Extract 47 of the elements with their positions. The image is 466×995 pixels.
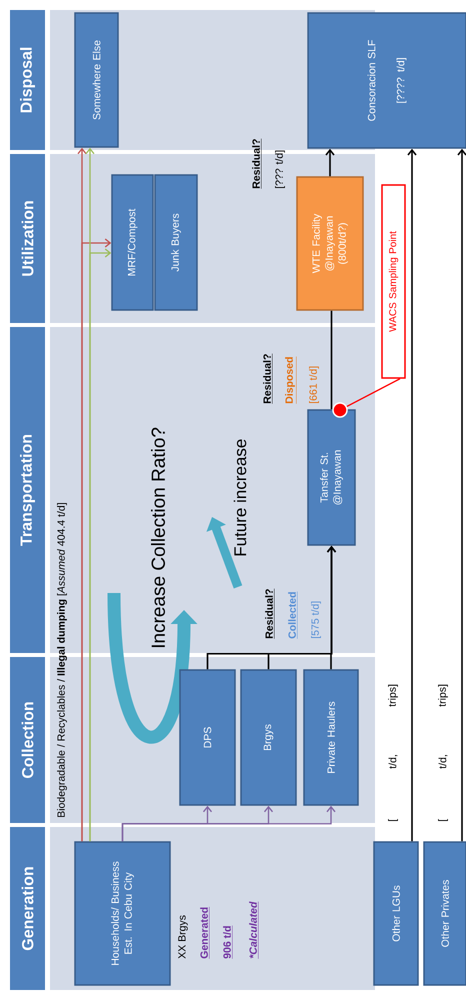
annotation: Residual? bbox=[263, 353, 272, 404]
connector-line bbox=[330, 310, 332, 410]
annotation: Disposed bbox=[285, 356, 296, 404]
annotation: [661 t/d] bbox=[309, 366, 319, 404]
process-box: Brgys bbox=[240, 669, 297, 806]
annotation: t/d, bbox=[438, 755, 448, 769]
process-box: Private Haulers bbox=[303, 669, 359, 806]
annotation: Collected bbox=[288, 591, 298, 639]
process-box: Tansfer St. @Inayawan bbox=[307, 409, 356, 546]
annotation: [ bbox=[388, 818, 398, 822]
arrow bbox=[325, 148, 335, 176]
process-box: Other Privates bbox=[423, 841, 466, 986]
sampling-dot bbox=[332, 402, 348, 418]
annotation: t/d, bbox=[388, 755, 398, 769]
annotation: [575 t/d] bbox=[311, 602, 321, 638]
process-box: Consoracion SLF [???? t/d] bbox=[307, 12, 466, 149]
annotation: *Calculated bbox=[249, 901, 258, 959]
leader-line bbox=[346, 378, 400, 407]
annotation: Generated bbox=[200, 906, 210, 959]
process-box: DPS bbox=[179, 669, 236, 806]
process-box: Junk Buyers bbox=[154, 174, 198, 311]
arrow bbox=[81, 238, 112, 842]
arrow bbox=[326, 546, 336, 670]
column-header: Transportation bbox=[10, 327, 45, 653]
annotation: 906 t/d bbox=[223, 925, 233, 959]
annotation: Residual? bbox=[252, 138, 262, 189]
process-box: Households/ Business Est. In Cebu City bbox=[74, 841, 171, 986]
annotation: trips] bbox=[388, 684, 398, 707]
column-header: Collection bbox=[10, 657, 45, 823]
callout-box: WACS Sampling Point bbox=[381, 184, 406, 379]
facility-box: WTE Facility @Inayawan (800t/d?) bbox=[296, 176, 364, 311]
annotation: Residual? bbox=[265, 588, 274, 639]
column-header: Disposal bbox=[10, 10, 45, 150]
process-box: MRF/Compost bbox=[111, 174, 154, 311]
arrow bbox=[457, 148, 466, 842]
arrow bbox=[122, 806, 336, 842]
column-header: Utilization bbox=[10, 154, 45, 323]
process-box: Other LGUs bbox=[373, 841, 419, 986]
process-box: Somewhere Else bbox=[74, 12, 119, 148]
annotation: Future increase bbox=[234, 439, 246, 556]
arrow bbox=[89, 248, 112, 842]
annotation: Increase Collection Ratio? bbox=[151, 428, 165, 648]
annotation: [??? t/d] bbox=[275, 150, 285, 188]
annotation: trips] bbox=[438, 684, 448, 707]
arrow bbox=[407, 148, 417, 842]
column-header: Generation bbox=[10, 827, 45, 990]
annotation: [ bbox=[438, 818, 448, 822]
